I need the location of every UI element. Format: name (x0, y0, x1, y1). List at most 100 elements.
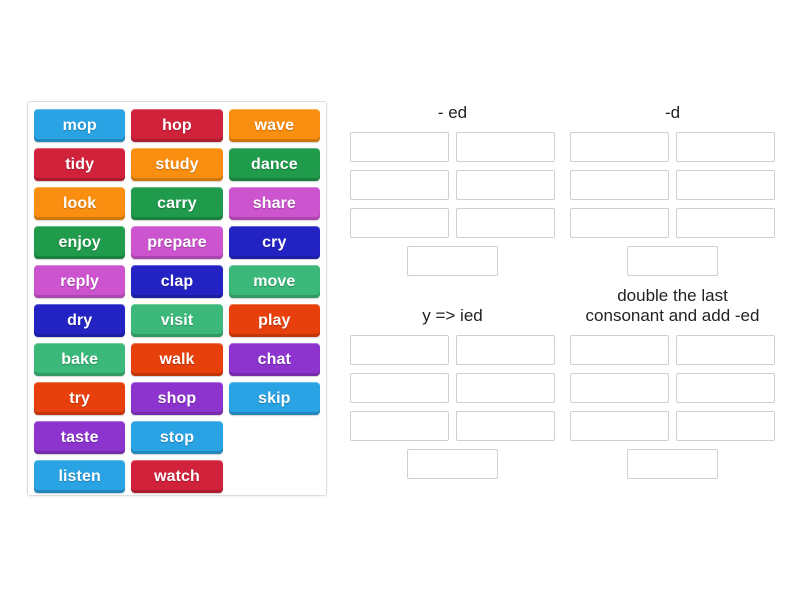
category-title-line-2: consonant and add -ed (585, 305, 760, 325)
word-tile-cell: wave (226, 106, 323, 145)
drop-slot[interactable] (676, 208, 775, 238)
word-tile[interactable]: visit (131, 304, 223, 337)
word-tile[interactable]: carry (131, 187, 223, 220)
word-tile[interactable]: move (228, 265, 320, 298)
word-tile-cell: tidy (31, 145, 128, 184)
word-tile[interactable]: dry (34, 304, 126, 337)
word-tile-cell: shop (128, 379, 225, 418)
category-group-d: -d (570, 103, 775, 276)
word-tile[interactable]: skip (228, 382, 320, 415)
drop-slot[interactable] (570, 372, 669, 403)
word-tile-placeholder (229, 460, 320, 493)
category-slot-last-row (570, 246, 775, 276)
drop-slot[interactable] (407, 449, 498, 479)
drop-slot[interactable] (570, 132, 669, 162)
word-tile-cell: look (31, 184, 128, 223)
word-tile[interactable]: reply (34, 265, 126, 298)
category-slot-last-row (570, 448, 775, 479)
word-tile[interactable]: enjoy (34, 226, 126, 259)
drop-slot[interactable] (570, 334, 669, 365)
word-tile-cell: play (226, 301, 323, 340)
category-group-y-to-ied: y => ied (350, 306, 555, 479)
drop-slot[interactable] (627, 448, 718, 479)
word-tile-cell: hop (128, 106, 225, 145)
word-tile-cell: mop (31, 106, 128, 145)
drop-slot[interactable] (350, 132, 449, 162)
word-tile[interactable]: share (228, 187, 320, 220)
drop-slot[interactable] (676, 410, 775, 441)
drop-slot[interactable] (627, 246, 718, 276)
drop-slot[interactable] (676, 132, 775, 162)
word-tile[interactable]: listen (34, 460, 126, 493)
category-title: double the last consonant and add -ed (570, 286, 775, 326)
word-tile[interactable]: hop (131, 109, 223, 142)
word-tile-cell: skip (226, 379, 323, 418)
drop-slot[interactable] (570, 208, 669, 238)
word-tile-cell: chat (226, 340, 323, 379)
word-tile[interactable]: prepare (131, 226, 223, 259)
drop-slot[interactable] (456, 373, 555, 403)
word-tile-cell: move (226, 262, 323, 301)
drop-slot[interactable] (350, 208, 449, 238)
word-tile[interactable]: taste (34, 421, 126, 454)
drop-slot[interactable] (676, 170, 775, 200)
word-tile[interactable]: try (34, 382, 126, 415)
word-tile[interactable]: look (34, 187, 126, 220)
drop-slot[interactable] (676, 372, 775, 403)
word-tile-cell: watch (128, 457, 225, 496)
word-tile[interactable]: clap (131, 265, 223, 298)
word-tile[interactable]: mop (34, 109, 126, 142)
category-slot-grid (350, 132, 555, 238)
word-tile[interactable]: stop (131, 421, 223, 454)
word-tile-cell: visit (128, 301, 225, 340)
word-tile[interactable]: walk (131, 343, 223, 376)
word-tile[interactable]: bake (34, 343, 126, 376)
word-tile-cell: cry (226, 223, 323, 262)
drop-slot[interactable] (456, 335, 555, 365)
category-slot-last-row (350, 246, 555, 276)
drop-slot[interactable] (570, 170, 669, 200)
word-tile-cell: clap (128, 262, 225, 301)
word-tile[interactable]: shop (131, 382, 223, 415)
category-title: - ed (437, 103, 468, 122)
category-group-ed: - ed (350, 103, 555, 276)
drop-slot[interactable] (456, 208, 555, 238)
word-tile[interactable]: dance (228, 148, 320, 181)
word-tile-cell: stop (128, 418, 225, 457)
category-slot-grid (570, 334, 775, 441)
drop-slot[interactable] (676, 334, 775, 365)
word-tile-cell: share (226, 184, 323, 223)
category-slot-last-row (350, 449, 555, 479)
word-tile-cell (226, 418, 323, 457)
word-tile-cell: prepare (128, 223, 225, 262)
word-tile[interactable]: play (228, 304, 320, 337)
word-tile-cell: reply (31, 262, 128, 301)
word-tile-cell: dance (226, 145, 323, 184)
drop-slot[interactable] (456, 170, 555, 200)
drop-slot[interactable] (350, 170, 449, 200)
word-tile-cell: try (31, 379, 128, 418)
drop-slot[interactable] (350, 335, 449, 365)
drop-slot[interactable] (456, 132, 555, 162)
drop-slot[interactable] (350, 373, 449, 403)
word-tile-cell: walk (128, 340, 225, 379)
word-tile[interactable]: tidy (34, 148, 126, 181)
drop-slot[interactable] (407, 246, 498, 276)
word-tile[interactable]: study (131, 148, 223, 181)
word-tile-cell: carry (128, 184, 225, 223)
word-tile[interactable]: chat (228, 343, 320, 376)
word-tile-cell: study (128, 145, 225, 184)
category-group-double-consonant: double the last consonant and add -ed (570, 286, 775, 479)
drop-slot[interactable] (350, 411, 449, 441)
word-tile[interactable]: wave (228, 109, 320, 142)
drop-slot[interactable] (570, 410, 669, 441)
drop-slot[interactable] (456, 411, 555, 441)
word-tile-cell: listen (31, 457, 128, 496)
category-title: y => ied (422, 306, 483, 325)
word-tile[interactable]: cry (228, 226, 320, 259)
word-tile[interactable]: watch (131, 460, 223, 493)
category-title-line-1: double the last (617, 286, 728, 305)
